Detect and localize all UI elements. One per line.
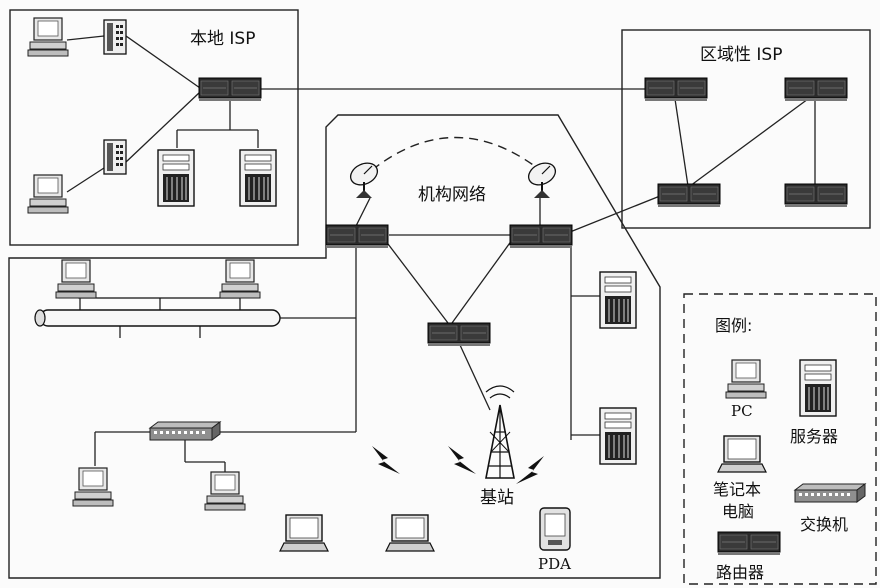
- router-icon: [510, 225, 572, 248]
- router-icon: [785, 184, 847, 207]
- ethernet-bus: [35, 298, 280, 338]
- wireless-link-icon: [516, 456, 544, 484]
- regional-isp-label: 区域性 ISP: [700, 40, 782, 65]
- pc-icon: [28, 18, 68, 56]
- legend-pc-label: PC: [731, 402, 753, 420]
- legend-laptop-label-line1: 笔记本: [713, 476, 761, 500]
- server-icon: [158, 150, 194, 206]
- server-icon: [600, 272, 636, 328]
- legend-server-label: 服务器: [790, 423, 838, 447]
- modem-icon: [104, 20, 126, 54]
- pda-icon: [540, 508, 570, 550]
- switch-icon: [150, 422, 220, 440]
- base-station-icon: [486, 386, 514, 478]
- legend-pc-icon: [726, 360, 766, 398]
- laptop-icon: [280, 515, 328, 551]
- server-icon: [240, 150, 276, 206]
- router-icon: [326, 225, 388, 248]
- legend-switch-label: 交换机: [800, 511, 848, 535]
- legend-server-icon: [800, 360, 836, 416]
- institution-network-label: 机构网络: [418, 180, 486, 205]
- pc-icon: [220, 260, 260, 298]
- legend-router-label: 路由器: [716, 559, 764, 583]
- pc-icon: [56, 260, 96, 298]
- router-icon: [199, 78, 261, 101]
- base-station-label: 基站: [480, 483, 514, 508]
- wireless-link-icon: [448, 446, 476, 474]
- local-isp-label: 本地 ISP: [190, 24, 255, 49]
- server-icon: [600, 408, 636, 464]
- legend-laptop-label-line2: 电脑: [722, 498, 754, 522]
- legend-switch-icon: [795, 484, 865, 502]
- satellite-dish-icon: [525, 159, 559, 198]
- router-icon: [658, 184, 720, 207]
- wireless-link-icon: [372, 446, 400, 474]
- modem-icon: [104, 140, 126, 174]
- satellite-dish-icon: [347, 159, 381, 198]
- pda-label: PDA: [538, 555, 571, 573]
- legend-router-icon: [718, 532, 780, 555]
- router-icon: [645, 78, 707, 101]
- legend-laptop-icon: [718, 436, 766, 472]
- laptop-icon: [386, 515, 434, 551]
- satellite-link: [372, 138, 540, 171]
- legend-title: 图例:: [715, 312, 752, 336]
- pc-icon: [205, 472, 245, 510]
- router-icon: [785, 78, 847, 101]
- pc-icon: [73, 468, 113, 506]
- pc-icon: [28, 175, 68, 213]
- router-icon: [428, 323, 490, 346]
